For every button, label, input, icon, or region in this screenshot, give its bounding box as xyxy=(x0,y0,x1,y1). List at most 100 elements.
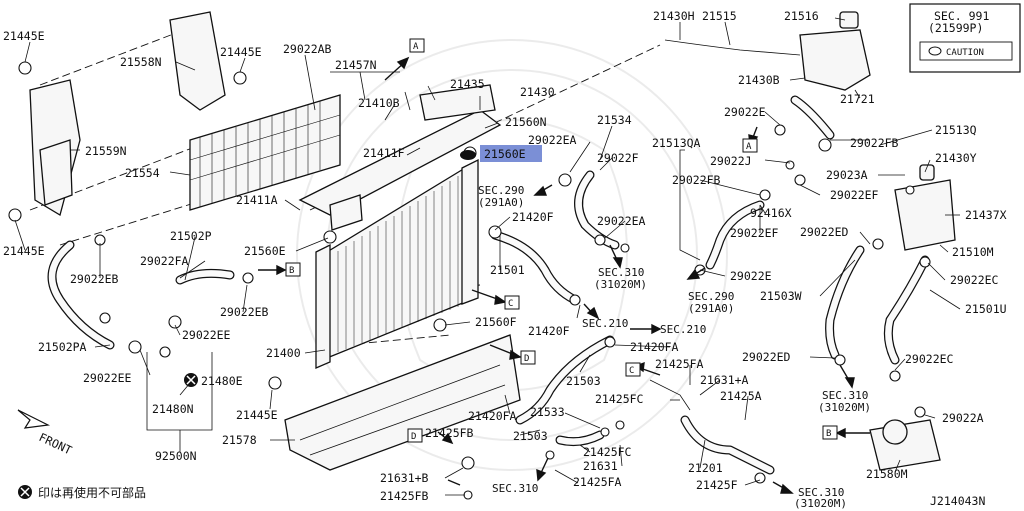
label-21420FA-a[interactable]: 21420FA xyxy=(630,340,679,354)
label-21425A[interactable]: 21425A xyxy=(720,389,762,403)
label-21410B[interactable]: 21410B xyxy=(358,96,400,110)
label-21721[interactable]: 21721 xyxy=(840,92,875,106)
label-21411A[interactable]: 21411A xyxy=(236,193,278,207)
label-29022EE-a[interactable]: 29022EE xyxy=(182,328,231,342)
label-21560F[interactable]: 21560F xyxy=(475,315,517,329)
label-21411F[interactable]: 21411F xyxy=(363,146,405,160)
label-21558N[interactable]: 21558N xyxy=(120,55,162,69)
label-21430H[interactable]: 21430H xyxy=(653,9,695,23)
label-21445E-c[interactable]: 21445E xyxy=(3,244,45,258)
label-21425F[interactable]: 21425F xyxy=(696,478,738,492)
ref-A-2: A xyxy=(746,142,752,152)
label-21430Y[interactable]: 21430Y xyxy=(935,151,977,165)
undercover xyxy=(284,334,521,471)
label-29022EF-b[interactable]: 29022EF xyxy=(730,226,779,240)
label-21420FA-b[interactable]: 21420FA xyxy=(468,409,517,423)
ref-D-2: D xyxy=(411,432,416,442)
sec-290-a[interactable]: SEC.290 xyxy=(478,184,524,197)
label-21513Q[interactable]: 21513Q xyxy=(935,123,977,137)
label-29022E-b[interactable]: 29022E xyxy=(730,269,772,283)
label-21580M[interactable]: 21580M xyxy=(866,467,908,481)
label-21425FB-b[interactable]: 21425FB xyxy=(380,489,429,503)
label-21560N[interactable]: 21560N xyxy=(505,115,547,129)
label-21502PA[interactable]: 21502PA xyxy=(38,340,87,354)
label-21480N[interactable]: 21480N xyxy=(152,402,194,416)
label-29022E-a[interactable]: 29022E xyxy=(724,105,766,119)
label-21420F-b[interactable]: 21420F xyxy=(528,324,570,338)
label-21503W[interactable]: 21503W xyxy=(760,289,802,303)
label-21510M[interactable]: 21510M xyxy=(952,245,994,259)
label-21560E-a[interactable]: 21560E xyxy=(244,244,286,258)
non-reusable-marker xyxy=(184,373,198,387)
label-21503-b[interactable]: 21503 xyxy=(513,429,548,443)
label-21430B[interactable]: 21430B xyxy=(738,73,780,87)
label-21534[interactable]: 21534 xyxy=(597,113,632,127)
label-21400[interactable]: 21400 xyxy=(266,346,301,360)
label-29022ED-b[interactable]: 29022ED xyxy=(742,350,791,364)
label-21501[interactable]: 21501 xyxy=(490,263,525,277)
label-21425FA-b[interactable]: 21425FA xyxy=(573,475,622,489)
pipe-21201 xyxy=(680,415,775,475)
label-29022AB[interactable]: 29022AB xyxy=(283,42,332,56)
label-29022F[interactable]: 29022F xyxy=(597,151,639,165)
label-29022EB-b[interactable]: 29022EB xyxy=(220,305,269,319)
label-21201[interactable]: 21201 xyxy=(688,461,723,475)
label-21420F-a[interactable]: 21420F xyxy=(512,210,554,224)
label-29022EC-b[interactable]: 29022EC xyxy=(905,352,954,366)
label-21631B[interactable]: 21631+B xyxy=(380,471,429,485)
label-21502P[interactable]: 21502P xyxy=(170,229,212,243)
label-21515[interactable]: 21515 xyxy=(702,9,737,23)
sec-290-b[interactable]: SEC.290 xyxy=(688,290,734,303)
label-29022EB-a[interactable]: 29022EB xyxy=(70,272,119,286)
label-21457N[interactable]: 21457N xyxy=(335,58,377,72)
label-29022FA[interactable]: 29022FA xyxy=(140,254,189,268)
label-21533[interactable]: 21533 xyxy=(530,405,565,419)
label-21480E[interactable]: 21480E xyxy=(201,374,243,388)
sec-210-b[interactable]: SEC.210 xyxy=(660,323,706,336)
label-21631A[interactable]: 21631+A xyxy=(700,373,749,387)
label-21554[interactable]: 21554 xyxy=(125,166,160,180)
sec-310-a-sub: (31020M) xyxy=(594,278,647,291)
label-21430[interactable]: 21430 xyxy=(520,85,555,99)
label-21425FC-b[interactable]: 21425FC xyxy=(583,445,632,459)
sec-310-c[interactable]: SEC.310 xyxy=(492,482,538,495)
label-29022EF-a[interactable]: 29022EF xyxy=(830,188,879,202)
label-29022FB-a[interactable]: 29022FB xyxy=(850,136,899,150)
label-29022ED-a[interactable]: 29022ED xyxy=(800,225,849,239)
label-29022EC-a[interactable]: 29022EC xyxy=(950,273,999,287)
sec-310-a[interactable]: SEC.310 xyxy=(598,266,644,279)
label-21578[interactable]: 21578 xyxy=(222,433,257,447)
label-21435[interactable]: 21435 xyxy=(450,77,485,91)
label-29022FB-b[interactable]: 29022FB xyxy=(672,173,721,187)
label-21559N[interactable]: 21559N xyxy=(85,144,127,158)
label-29022J[interactable]: 29022J xyxy=(710,154,752,168)
label-92416X[interactable]: 92416X xyxy=(750,206,792,220)
section-refs: SEC.290 (291A0) SEC.310 (31020M) SEC.290… xyxy=(478,184,871,510)
label-21437X[interactable]: 21437X xyxy=(965,208,1007,222)
label-21445E-b[interactable]: 21445E xyxy=(220,45,262,59)
label-21425FC-a[interactable]: 21425FC xyxy=(595,392,644,406)
sec-310-b[interactable]: SEC.310 xyxy=(822,389,868,402)
label-29023A[interactable]: 29023A xyxy=(826,168,868,182)
outlet-housing xyxy=(869,419,941,471)
label-21631[interactable]: 21631 xyxy=(583,459,618,473)
label-29022A[interactable]: 29022A xyxy=(942,411,984,425)
label-21516[interactable]: 21516 xyxy=(784,9,819,23)
label-21560E-highlighted[interactable]: 21560E xyxy=(484,147,526,161)
label-29022EA-b[interactable]: 29022EA xyxy=(597,214,646,228)
sec-210-a[interactable]: SEC.210 xyxy=(582,317,628,330)
label-21513QA[interactable]: 21513QA xyxy=(652,136,701,150)
label-29022EA-a[interactable]: 29022EA xyxy=(528,133,577,147)
label-92500N[interactable]: 92500N xyxy=(155,449,197,463)
label-21501U[interactable]: 21501U xyxy=(965,302,1007,316)
label-21425FA-a[interactable]: 21425FA xyxy=(655,357,704,371)
sec-290-b-sub: (291A0) xyxy=(688,302,734,315)
legend: 印は再使用不可部品 xyxy=(18,485,146,500)
label-21445E-a[interactable]: 21445E xyxy=(3,29,45,43)
label-21503-a[interactable]: 21503 xyxy=(566,374,601,388)
label-21425FB-a[interactable]: 21425FB xyxy=(425,426,474,440)
label-29022EE-b[interactable]: 29022EE xyxy=(83,371,132,385)
label-21445E-d[interactable]: 21445E xyxy=(236,408,278,422)
sec-310-d[interactable]: SEC.310 xyxy=(798,486,844,499)
